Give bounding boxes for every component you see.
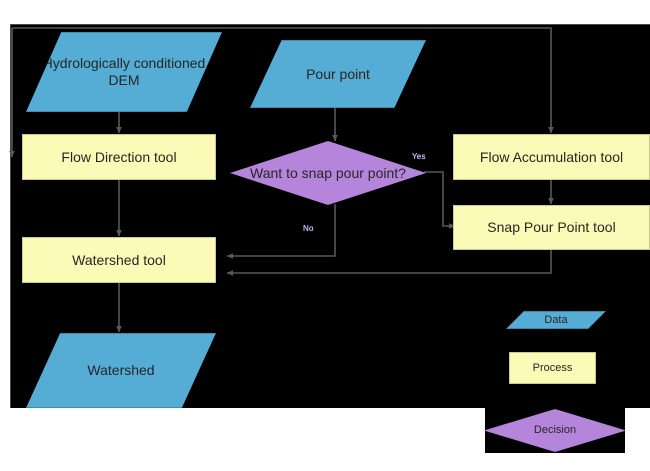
node-flow-direction-tool[interactable]: Flow Direction tool xyxy=(22,134,216,180)
node-label-snap-decision: Want to snap pour point? xyxy=(250,164,406,181)
node-label-watershed-output: Watershed xyxy=(87,362,155,379)
edge-label-no: No xyxy=(303,224,314,233)
node-label-flow-direction-tool: Flow Direction tool xyxy=(61,148,177,165)
node-label-watershed-tool: Watershed tool xyxy=(72,251,166,268)
node-label-flow-accumulation-tool: Flow Accumulation tool xyxy=(479,148,624,165)
edge-label-yes: Yes xyxy=(412,152,426,161)
node-watershed-tool[interactable]: Watershed tool xyxy=(22,237,216,283)
legend-item-process: Process xyxy=(509,352,596,384)
node-snap-pour-point-tool[interactable]: Snap Pour Point tool xyxy=(453,205,650,250)
node-label-snap-pour-point-tool: Snap Pour Point tool xyxy=(487,219,616,236)
legend-label-process: Process xyxy=(532,361,573,374)
legend-label-decision: Decision xyxy=(533,424,577,437)
node-flow-accumulation-tool[interactable]: Flow Accumulation tool xyxy=(453,134,650,180)
legend-label-data: Data xyxy=(544,313,568,326)
node-label-pour-point: Pour point xyxy=(306,65,370,82)
node-label-hydro-dem: Hydrologically conditioned DEM xyxy=(42,55,206,88)
